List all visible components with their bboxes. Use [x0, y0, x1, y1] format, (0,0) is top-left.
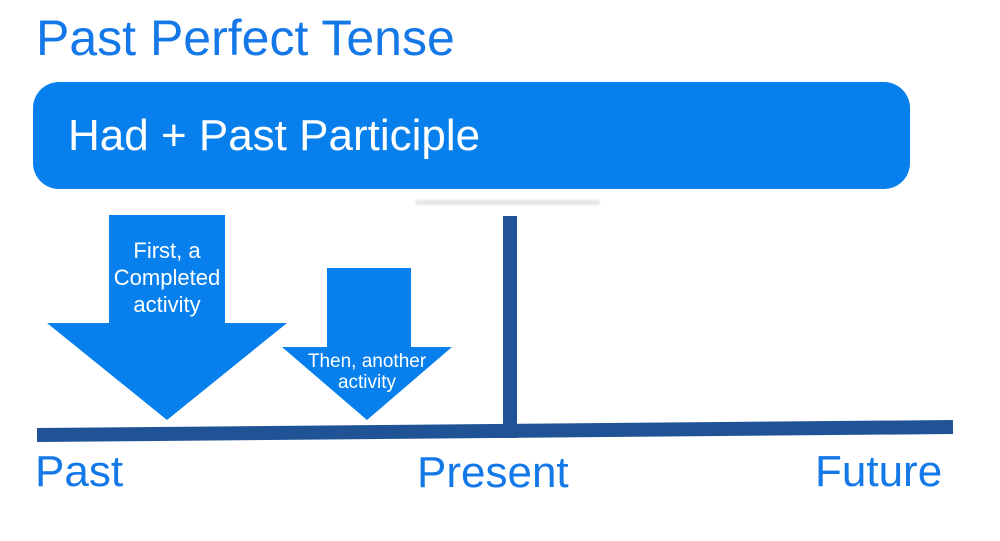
second-activity-label: Then, another activity: [282, 351, 452, 393]
timeline-label-past: Past: [35, 447, 124, 496]
first-activity-label-line1: First, a: [133, 238, 201, 263]
second-activity-label-line2: activity: [337, 372, 397, 393]
timeline-bar: [36, 420, 954, 442]
second-activity-label-line1: Then, another: [307, 351, 427, 372]
page-title: Past Perfect Tense: [36, 10, 455, 66]
timeline-label-present: Present: [417, 448, 569, 497]
timeline-label-future: Future: [815, 447, 943, 496]
present-marker-line: [503, 216, 517, 438]
first-activity-label-line2: Completed: [113, 265, 221, 290]
formula-banner: Had + Past Participle: [33, 82, 910, 189]
first-activity-label-line3: activity: [133, 292, 201, 317]
first-activity-label: First, a Completed activity: [47, 237, 287, 318]
formula-banner-label: Had + Past Participle: [68, 110, 481, 160]
scan-smudge-artifact: [415, 200, 600, 205]
down-arrow-second-activity-icon: [282, 268, 452, 420]
